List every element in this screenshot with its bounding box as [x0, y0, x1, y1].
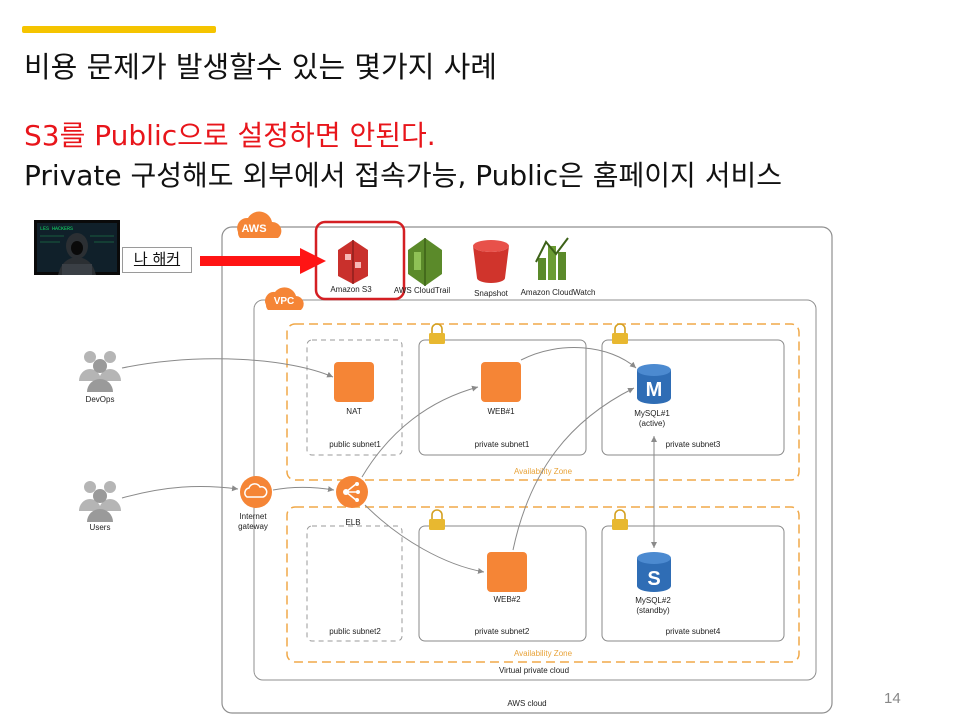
mysql1-label-2: (active) [639, 419, 666, 428]
service-label-cloudtrail: AWS CloudTrail [394, 286, 451, 295]
internet-gateway-label-1: Internet [239, 512, 267, 521]
mysql2-label-2: (standby) [636, 606, 670, 615]
public-subnet-2 [306, 525, 403, 642]
availability-zone-1-label: Availability Zone [514, 467, 573, 476]
users-to-gateway-arrow [121, 485, 239, 499]
aws-cloud-frame [221, 226, 833, 714]
elb-label: ELB [345, 518, 360, 527]
service-label-snapshot: Snapshot [474, 289, 509, 298]
elb-icon [336, 476, 368, 508]
mysql1-label-1: MySQL#1 [634, 409, 670, 418]
vpc-badge: VPC [265, 287, 304, 310]
lock-icon [429, 323, 445, 344]
public-subnet-2-label: public subnet2 [329, 627, 381, 636]
mysql-replication-arrowhead [651, 436, 657, 442]
vpc-badge-text: VPC [274, 296, 295, 307]
aws-badge: AWS [237, 211, 282, 238]
s3-icon [338, 240, 368, 284]
lock-icon [429, 509, 445, 530]
devops-users-icon [79, 351, 121, 392]
db2-letter: S [647, 568, 660, 590]
devops-label: DevOps [86, 395, 115, 404]
service-label-cloudwatch: Amazon CloudWatch [521, 288, 596, 297]
nat-label: NAT [346, 407, 362, 416]
private-subnet-3-label: private subnet3 [666, 440, 721, 449]
availability-zone-2-label: Availability Zone [514, 649, 573, 658]
db1-letter: M [646, 379, 663, 401]
web2-label: WEB#2 [493, 595, 521, 604]
elb-to-web1-arrow [361, 385, 479, 478]
web1-label: WEB#1 [487, 407, 515, 416]
explanation-line: Private 구성해도 외부에서 접속가능, Public은 홈페이지 서비스 [24, 159, 782, 192]
internet-gateway-icon [240, 476, 272, 508]
public-subnet-1-label: public subnet1 [329, 440, 381, 449]
web2-instance-icon [487, 552, 527, 592]
aws-cloud-label: AWS cloud [507, 699, 546, 708]
public-subnet-1 [306, 339, 403, 456]
private-subnet-3 [601, 339, 785, 456]
private-subnet-1-label: private subnet1 [475, 440, 530, 449]
hacker-image-text: LES HACKERS [40, 226, 73, 232]
mysql-active-db-icon [637, 364, 671, 404]
private-subnet-1 [418, 339, 587, 456]
web2-to-mysql1-arrow [512, 387, 635, 551]
service-label-s3: Amazon S3 [330, 285, 372, 294]
cloudtrail-icon [408, 238, 442, 286]
availability-zone-1 [286, 323, 800, 481]
private-subnet-4-label: private subnet4 [666, 627, 721, 636]
web1-to-mysql1-arrow [520, 347, 637, 369]
slide-title: 비용 문제가 발생할수 있는 몇가지 사례 [24, 50, 497, 84]
mysql-standby-db-icon [637, 552, 671, 592]
lock-icon [612, 509, 628, 530]
cloudwatch-icon [535, 237, 569, 280]
page-number: 14 [884, 690, 901, 707]
availability-zone-2 [286, 506, 800, 663]
devops-to-nat-arrow [121, 358, 334, 378]
title-accent-bar [22, 26, 216, 33]
users-label: Users [90, 523, 111, 532]
internet-gateway-label-2: gateway [238, 522, 268, 531]
snapshot-bucket-icon [473, 240, 509, 283]
private-subnet-2 [418, 525, 587, 642]
mysql2-label-1: MySQL#2 [635, 596, 671, 605]
private-subnet-2-label: private subnet2 [475, 627, 530, 636]
private-subnet-4 [601, 525, 785, 642]
aws-badge-text: AWS [241, 223, 266, 235]
hacker-image: LES HACKERS [34, 220, 120, 275]
hacker-label: 나 해커 [122, 247, 192, 273]
end-users-icon [79, 481, 121, 522]
vpc-label: Virtual private cloud [499, 666, 569, 675]
gateway-to-elb-arrow [272, 486, 335, 493]
web1-instance-icon [481, 362, 521, 402]
lock-icon [612, 323, 628, 344]
hacker-attack-arrow [200, 248, 326, 274]
nat-instance-icon [334, 362, 374, 402]
elb-to-web2-arrow [364, 504, 485, 574]
warning-line: S3를 Public으로 설정하면 안된다. [24, 119, 436, 152]
